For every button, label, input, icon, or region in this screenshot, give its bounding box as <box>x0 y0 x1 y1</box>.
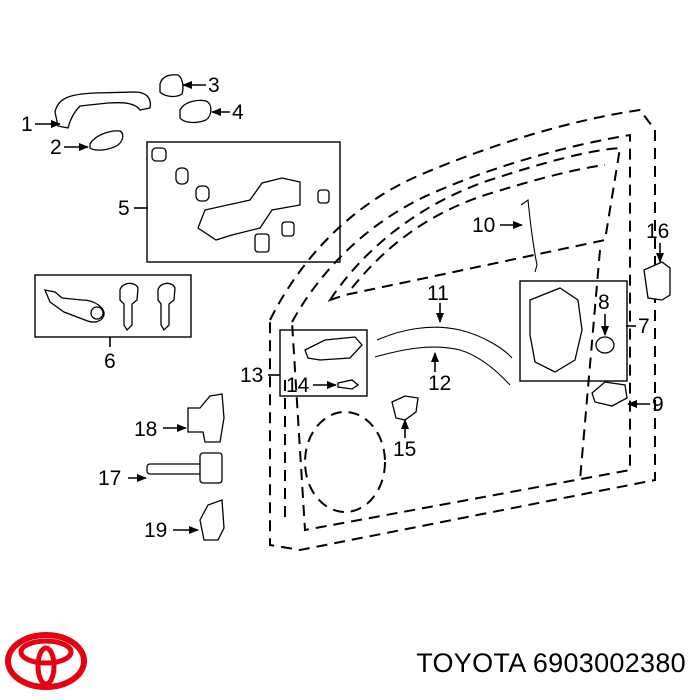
upper-hinge <box>187 393 225 443</box>
inside-handle-box <box>279 329 368 397</box>
door-striker <box>643 261 671 301</box>
part-caption: TOYOTA 6903002380 <box>416 648 686 679</box>
callout-14: 14 <box>286 374 310 397</box>
callout-11: 11 <box>427 282 449 305</box>
key-cylinder-and-keys <box>43 282 176 332</box>
toyota-logo <box>5 632 87 690</box>
handle-cap <box>159 74 184 98</box>
door-check <box>146 452 223 484</box>
inside-handle-screw <box>337 379 360 390</box>
lock-cover <box>391 395 419 421</box>
callout-6: 6 <box>104 350 116 373</box>
lock-remote-cable <box>374 346 511 386</box>
lock-parts-box <box>146 141 341 263</box>
callout-8: 8 <box>598 291 610 314</box>
callout-15: 15 <box>393 438 416 461</box>
callout-4: 4 <box>232 101 244 124</box>
door-lock-assembly <box>529 287 583 373</box>
callout-16: 16 <box>646 220 669 243</box>
callout-19: 19 <box>144 519 167 542</box>
key-cylinder-box <box>34 274 192 338</box>
callout-3: 3 <box>208 74 220 97</box>
lock-hardware-set <box>151 147 330 253</box>
handle-cover <box>179 99 212 124</box>
callout-17: 17 <box>98 467 121 490</box>
handle-pad <box>89 130 124 151</box>
outside-door-handle <box>54 91 152 129</box>
callout-12: 12 <box>428 372 451 395</box>
callout-1: 1 <box>21 113 33 136</box>
ring <box>595 336 615 354</box>
brand-name: TOYOTA <box>416 648 526 678</box>
lock-bracket <box>591 381 628 407</box>
inside-handle-cable <box>376 326 513 359</box>
callout-5: 5 <box>118 197 130 220</box>
callout-2: 2 <box>50 136 62 159</box>
callout-13: 13 <box>240 364 263 387</box>
callout-10: 10 <box>472 214 495 237</box>
callout-18: 18 <box>134 418 157 441</box>
lower-hinge <box>199 499 225 541</box>
leader-lines <box>35 81 664 534</box>
part-number: 6903002380 <box>532 648 686 678</box>
lock-rod <box>520 199 538 273</box>
callout-9: 9 <box>652 393 664 416</box>
callout-7: 7 <box>638 315 650 338</box>
door-lock-box <box>519 280 628 382</box>
door-outline <box>269 108 656 552</box>
inside-door-handle <box>304 336 363 361</box>
